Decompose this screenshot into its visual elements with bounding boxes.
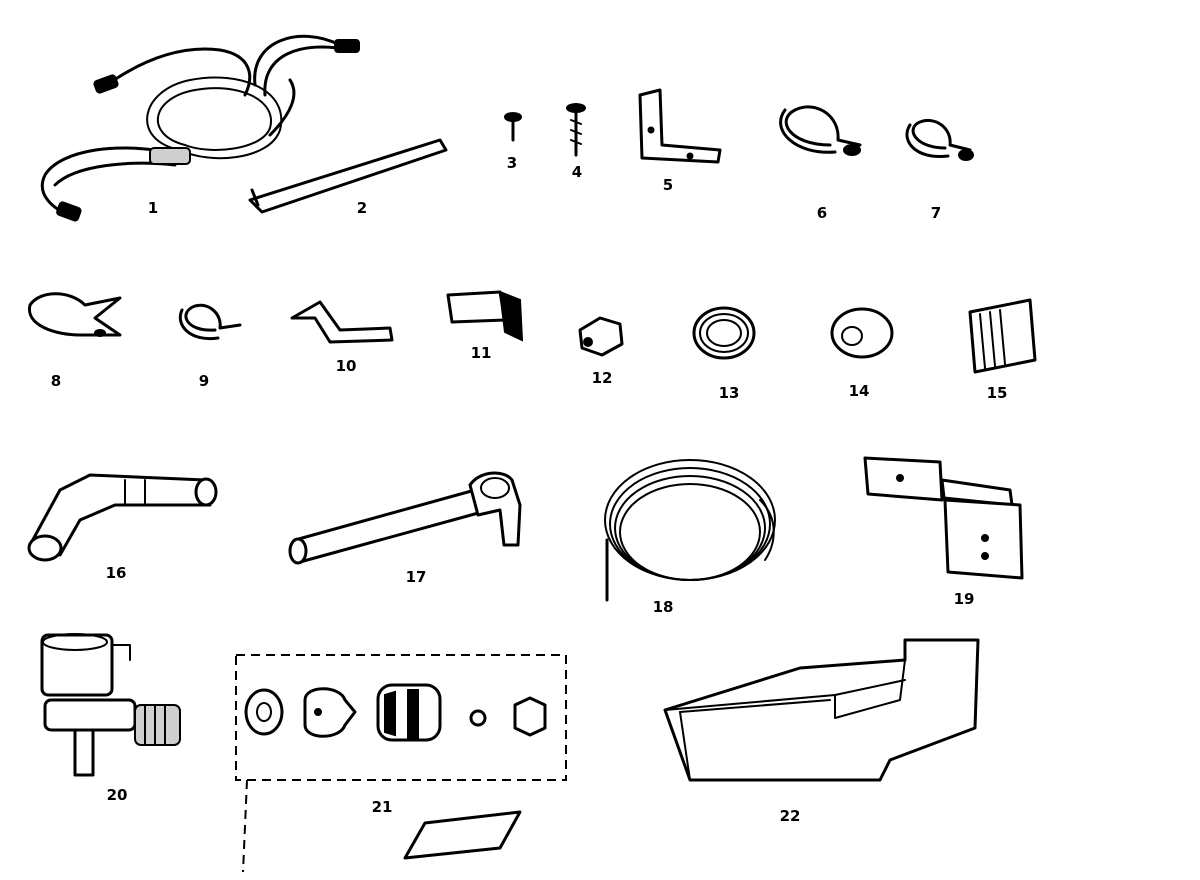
part-label-9: 9 — [198, 372, 210, 390]
part-label-2: 2 — [356, 199, 368, 217]
part-label-15: 15 — [986, 384, 1008, 402]
fill-tube-drawing — [288, 471, 522, 565]
clip-bracket-drawing — [446, 290, 524, 342]
wire-harness-drawing — [41, 34, 360, 222]
ice-bin-drawing — [663, 638, 980, 782]
water-line-coil-drawing — [604, 459, 776, 602]
elbow-tube-drawing — [27, 473, 218, 562]
part-label-4: 4 — [571, 163, 583, 181]
part-label-19: 19 — [953, 590, 975, 608]
clamp-large-drawing — [779, 105, 862, 156]
part-label-7: 7 — [930, 204, 942, 222]
water-valve-drawing — [40, 633, 181, 777]
clip-flat-drawing — [28, 292, 122, 337]
part-label-21: 21 — [371, 798, 393, 816]
strap-drawing — [290, 300, 394, 344]
pad-drawing — [968, 298, 1037, 374]
angle-bracket-drawing — [638, 88, 722, 164]
part-label-16: 16 — [105, 564, 127, 582]
part-label-18: 18 — [652, 598, 674, 616]
part-label-12: 12 — [591, 369, 613, 387]
part-label-13: 13 — [718, 384, 740, 402]
part-label-3: 3 — [506, 154, 518, 172]
part-label-10: 10 — [335, 357, 357, 375]
grommet-drawing — [692, 306, 756, 360]
part-label-11: 11 — [470, 344, 492, 362]
screw-drawings — [504, 103, 586, 157]
part-label-14: 14 — [848, 382, 870, 400]
clamp-small-drawing — [905, 119, 974, 161]
part-label-1: 1 — [147, 199, 159, 217]
strip-drawing — [248, 138, 448, 214]
part-label-17: 17 — [405, 568, 427, 586]
part-label-5: 5 — [662, 176, 674, 194]
part-label-8: 8 — [50, 372, 62, 390]
nut-drawing — [578, 316, 624, 357]
mount-bracket-drawing — [863, 456, 1024, 580]
part-label-6: 6 — [816, 204, 828, 222]
clamp-mini-drawing — [178, 303, 242, 341]
part-label-20: 20 — [106, 786, 128, 804]
tag-drawing — [403, 810, 522, 860]
fitting-kit-drawing — [235, 654, 567, 873]
washer-drawing — [830, 307, 894, 359]
part-label-22: 22 — [779, 807, 801, 825]
